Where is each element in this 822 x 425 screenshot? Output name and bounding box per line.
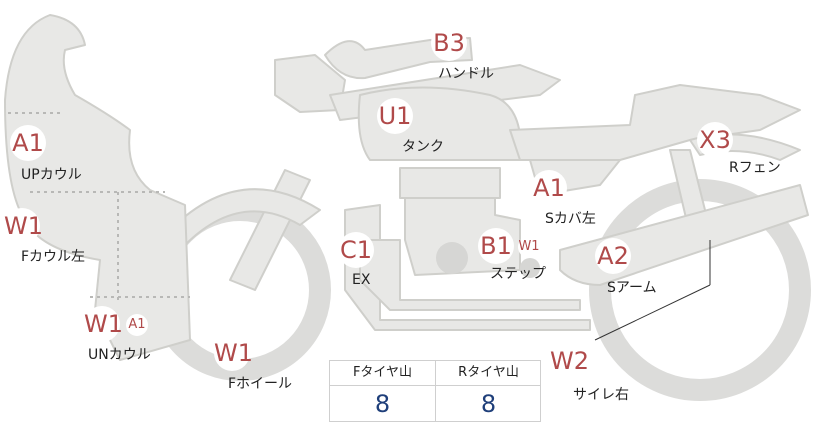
label-un-cowl: UNカウル <box>88 347 151 363</box>
engine-head <box>399 167 501 199</box>
marker-u1[interactable]: U1 <box>377 98 413 134</box>
label-silencer-right: サイレ右 <box>573 387 629 403</box>
label-f-wheel: Fホイール <box>228 376 293 392</box>
sprocket-cover <box>520 258 540 278</box>
exhaust-pipe <box>359 239 581 311</box>
label-side-cover-left: Sカバ左 <box>545 211 596 227</box>
marker-x3[interactable]: X3 <box>697 122 733 158</box>
marker-b1[interactable]: B1 <box>478 228 514 264</box>
engine-cover <box>436 242 468 274</box>
marker-a2[interactable]: A2 <box>595 238 631 274</box>
marker-w1-un-cowl[interactable]: W1 <box>84 306 123 342</box>
front-tread-column: Fタイヤ山 8 <box>330 361 436 421</box>
label-step: ステップ <box>490 266 546 282</box>
front-tread-header: Fタイヤ山 <box>330 361 435 386</box>
front-tread-value: 8 <box>374 390 391 418</box>
label-up-cowl: UPカウル <box>21 167 82 183</box>
tire-tread-table: Fタイヤ山 8 Rタイヤ山 8 <box>329 360 541 422</box>
label-handle: ハンドル <box>438 66 494 82</box>
label-ex: EX <box>352 272 371 288</box>
marker-a1-un-cowl[interactable]: A1 <box>126 314 148 336</box>
marker-b3[interactable]: B3 <box>431 25 467 61</box>
marker-c1[interactable]: C1 <box>338 232 374 268</box>
marker-w2[interactable]: W2 <box>550 343 589 379</box>
label-r-fender: Rフェン <box>729 160 781 176</box>
rear-tread-value: 8 <box>480 390 497 418</box>
label-swing-arm: Sアーム <box>607 280 657 296</box>
marker-a1-side-cover[interactable]: A1 <box>531 170 567 206</box>
marker-a1-upper-cowl[interactable]: A1 <box>10 125 46 161</box>
label-tank: タンク <box>402 139 444 155</box>
front-fender <box>169 188 321 246</box>
marker-w1-f-cowl[interactable]: W1 <box>4 208 43 244</box>
rear-tread-header: Rタイヤ山 <box>436 361 541 386</box>
label-f-cowl-left: Fカウル左 <box>21 249 86 265</box>
frame-down <box>344 204 591 331</box>
rear-tread-column: Rタイヤ山 8 <box>436 361 541 421</box>
front-cowl <box>4 14 191 361</box>
marker-w1-step[interactable]: W1 <box>518 236 540 258</box>
marker-w1-f-wheel[interactable]: W1 <box>214 335 253 371</box>
